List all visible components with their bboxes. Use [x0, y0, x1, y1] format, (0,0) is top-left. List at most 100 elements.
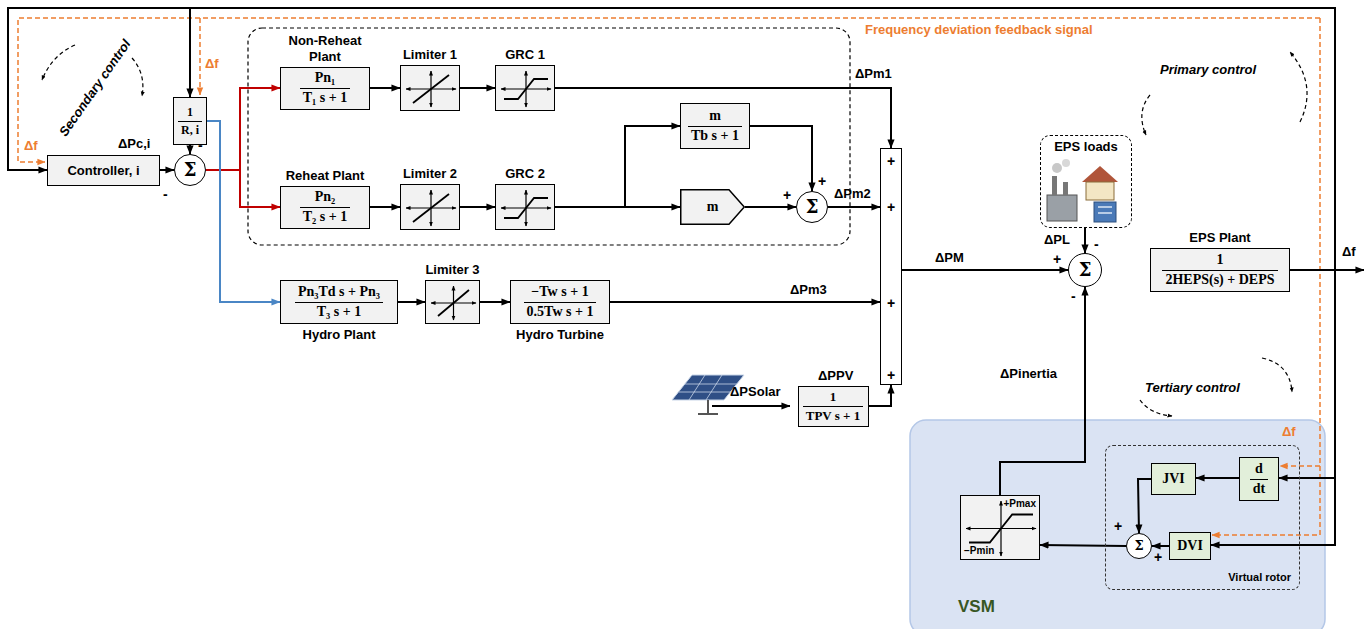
drawing-stroke	[430, 190, 431, 226]
fraction: −Tw s + 10.5Tw s + 1	[524, 284, 597, 321]
signal-connector	[207, 121, 280, 302]
signal-connector	[206, 170, 280, 207]
signal-connector	[1000, 287, 1085, 495]
signal-connector	[398, 301, 425, 303]
summing-junction: Σ	[796, 191, 828, 223]
region-title: VSM	[958, 597, 995, 617]
drawing-stroke	[1094, 202, 1116, 222]
drawing-stroke	[501, 88, 551, 89]
turbine-group-outline	[248, 28, 850, 245]
loop-name: Secondary control	[56, 37, 134, 139]
drawing-stroke	[453, 286, 454, 320]
load-icons	[1047, 159, 1118, 222]
signal-connector	[1152, 545, 1169, 547]
sign-mark: +	[783, 187, 791, 204]
fraction: Pn₃Td s + Pn₃T₃ s + 1	[295, 284, 383, 321]
grc-symbol	[496, 185, 556, 231]
limit-label: −Pmin	[964, 545, 994, 557]
block-title: Hydro Plant	[303, 327, 376, 343]
drawing-stroke	[413, 194, 449, 222]
drawing-stroke	[1290, 52, 1307, 122]
transfer-function-box: Hydro PlantPn₃Td s + Pn₃T₃ s + 1	[280, 280, 398, 324]
signal-name: ΔPc,i	[118, 136, 150, 152]
signal-connector	[370, 206, 400, 208]
signal-name: ΔPL	[1044, 232, 1070, 248]
numerator: 1	[803, 389, 863, 407]
orange-feedback	[18, 18, 1320, 535]
drawing-stroke	[406, 207, 456, 208]
numerator: m	[688, 108, 742, 127]
numerator: −Tw s + 1	[524, 284, 597, 303]
block-title: Limiter 2	[403, 166, 457, 182]
denominator: Tb s + 1	[688, 127, 742, 145]
signal-connector	[869, 385, 892, 406]
signal-connector	[1040, 545, 1126, 546]
fraction: ddt	[1250, 461, 1268, 498]
gain-symbol: m	[707, 199, 719, 216]
signal-connector	[1279, 270, 1335, 478]
drawing-stroke	[966, 528, 1036, 529]
drawing-stroke	[1086, 182, 1114, 200]
grc-block: GRC 1	[495, 65, 555, 111]
signal-name: ΔPSolar	[730, 384, 781, 400]
gain-symbol	[680, 189, 745, 225]
controller-box: Controller, i	[47, 155, 160, 186]
group-title: EPS loads	[1041, 139, 1131, 155]
sign-mark: +	[1114, 518, 1122, 535]
block-title: Limiter 3	[425, 262, 479, 278]
drawing-stroke	[430, 71, 431, 107]
signal-connector	[745, 206, 796, 208]
sum-symbol: Σ	[184, 159, 197, 181]
signal-name: Δf	[1282, 424, 1296, 440]
sign-mark: -	[163, 186, 168, 203]
signal-name: ΔPinertia	[1000, 366, 1057, 382]
block-title: Limiter 1	[403, 47, 457, 63]
drawing-stroke	[1140, 400, 1172, 416]
signal-connector	[750, 126, 812, 191]
denominator: 0.5Tw s + 1	[524, 303, 597, 321]
transfer-function-box: mTb s + 1	[680, 103, 750, 149]
sum-symbol: Σ	[1134, 538, 1143, 554]
sign-mark: +	[1154, 549, 1162, 566]
drawing-stroke	[504, 79, 548, 99]
signal-connector	[610, 301, 880, 303]
signal-connector	[460, 87, 495, 89]
limiter-block: Limiter 1	[400, 65, 460, 111]
grc-block: GRC 2	[495, 184, 555, 230]
signal-name: ΔPm3	[790, 282, 827, 298]
fraction: Pn₂T₂ s + 1	[300, 189, 350, 226]
numerator: 1	[178, 105, 202, 121]
sign-mark: +	[818, 173, 826, 190]
signal-connector	[206, 88, 280, 170]
gain-block: m	[680, 189, 745, 225]
summing-junction: Σ	[1126, 533, 1152, 559]
signal-name: ΔPM	[935, 250, 964, 266]
vsm-region-fill	[910, 420, 1325, 629]
sat-symbol	[961, 496, 1041, 561]
drawing-stroke	[1052, 176, 1057, 195]
block-title: Non-Reheat Plant	[280, 33, 370, 64]
block-title: EPS Plant	[1189, 230, 1250, 246]
sign-mark: -	[1071, 288, 1076, 305]
signal-connector	[828, 206, 880, 208]
signal-connector	[555, 88, 891, 148]
summing-junction: Σ	[174, 154, 206, 186]
denominator: R, i	[178, 122, 202, 137]
summing-bar: ++++	[880, 148, 902, 385]
denominator: T₁ s + 1	[300, 89, 350, 107]
drawing-stroke	[525, 190, 526, 226]
numerator: 1	[1162, 252, 1277, 271]
drawing-stroke	[1098, 207, 1112, 213]
drawing-stroke	[525, 71, 526, 107]
plant-box: EPS Plant12HEPS(s) + DEPS	[1150, 248, 1290, 292]
sum-symbol: Σ	[806, 196, 819, 218]
signal-name: Δf	[24, 138, 38, 154]
signal-connector	[555, 206, 680, 208]
lim-symbol	[401, 185, 461, 231]
block-label: Controller, i	[67, 163, 139, 179]
sum-symbol: Σ	[1079, 259, 1092, 281]
lim-symbol	[426, 281, 481, 325]
signal-name: ΔPm2	[834, 186, 871, 202]
drawing-stroke	[1142, 95, 1150, 135]
drawing-stroke	[431, 302, 476, 303]
